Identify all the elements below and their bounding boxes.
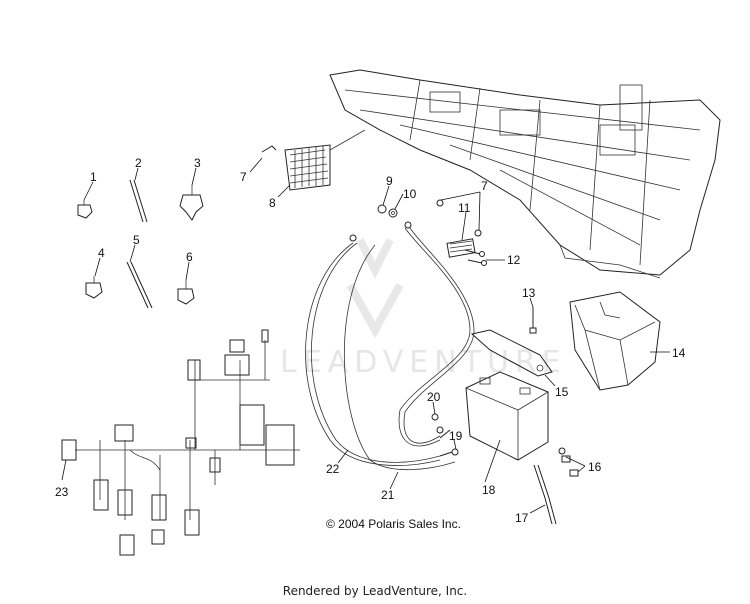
callout-2: 2 — [135, 156, 142, 170]
part-10-washer — [388, 208, 398, 218]
callout-10: 10 — [403, 187, 417, 201]
callout-11: 11 — [458, 201, 471, 215]
callout-1: 1 — [90, 170, 97, 184]
callout-6: 6 — [186, 250, 193, 264]
part-11-fuse-block — [446, 238, 476, 258]
callout-7-second: 7 — [481, 179, 488, 193]
callout-16: 16 — [588, 460, 602, 474]
part-16-bolts — [558, 447, 579, 477]
callout-14: 14 — [672, 346, 686, 360]
callout-20: 20 — [427, 390, 441, 404]
callout-4: 4 — [98, 246, 105, 260]
part-3-connector — [179, 185, 204, 221]
part-13-bolt — [529, 307, 537, 334]
callout-9: 9 — [386, 174, 393, 188]
watermark: LEADVENTURE — [280, 238, 567, 380]
leader-lines — [61, 157, 670, 514]
callout-8: 8 — [269, 196, 276, 210]
callout-23: 23 — [55, 485, 69, 499]
callout-18: 18 — [482, 483, 496, 497]
footer-credit: Rendered by LeadVenture, Inc. — [282, 584, 468, 598]
callout-22: 22 — [326, 462, 340, 476]
part-6-connector — [177, 280, 195, 305]
part-8-module — [261, 129, 366, 191]
callout-21: 21 — [381, 488, 395, 502]
frame-assembly — [329, 69, 721, 279]
part-2-wire — [129, 179, 148, 223]
part-1-fuse-holder — [77, 200, 93, 219]
copyright-text: © 2004 Polaris Sales Inc. — [326, 517, 461, 531]
part-5-wire — [126, 261, 153, 309]
callout-15: 15 — [555, 385, 569, 399]
part-7-bolts — [436, 199, 482, 237]
part-14-battery-box — [569, 291, 661, 391]
part-23-wiring-harness — [61, 329, 300, 556]
callout-3: 3 — [194, 156, 201, 170]
callout-13: 13 — [522, 286, 536, 300]
callout-17: 17 — [515, 511, 529, 525]
part-17-strap — [533, 464, 557, 525]
part-4-fuse-holder — [85, 276, 103, 299]
callout-12: 12 — [507, 253, 521, 267]
callout-7: 7 — [240, 170, 247, 184]
part-9-nut — [377, 204, 387, 214]
part-12-terminals — [464, 249, 487, 266]
watermark-text: LEADVENTURE — [280, 345, 567, 380]
callout-19: 19 — [449, 429, 463, 443]
part-15-bracket — [470, 329, 553, 377]
part-18-battery — [465, 371, 549, 461]
callout-labels: 1 2 3 4 5 6 7 8 9 10 7 11 12 13 14 15 20… — [55, 156, 686, 525]
battery-cables — [305, 221, 475, 471]
callout-5: 5 — [133, 233, 140, 247]
